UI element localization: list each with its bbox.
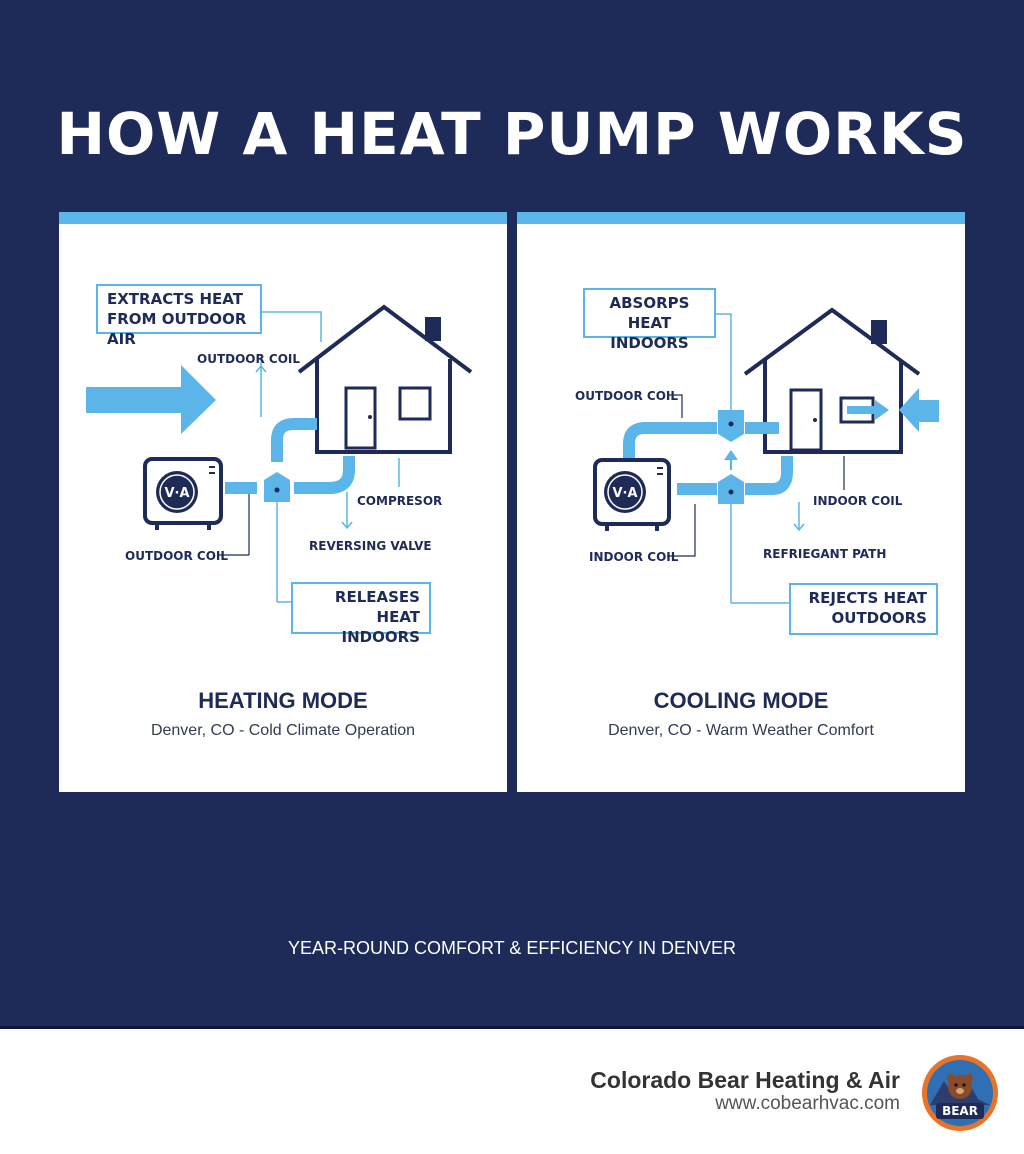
label-outdoor-coil-bottom: OUTDOOR COIL (125, 549, 229, 563)
label-refrigerant-path: REFRIEGANT PATH (763, 547, 887, 561)
website-url[interactable]: www.cobearhvac.com (715, 1093, 900, 1114)
cooling-diagram: V·A (593, 307, 939, 604)
heating-mode-panel: V·A EXTRACTS HEAT FROM OUTDOOR AIR OUTDO… (59, 212, 507, 792)
unit-badge: V·A (164, 486, 189, 501)
label-reversing-valve: REVERSING VALVE (309, 539, 432, 553)
house-icon (743, 307, 921, 454)
bear-logo-icon: BEAR (922, 1055, 998, 1131)
callout-line: OUTDOORS (831, 609, 927, 627)
chimney (425, 317, 441, 341)
panel-accent-bar (59, 212, 507, 224)
callout-line: FROM OUTDOOR AIR (107, 310, 247, 348)
label-outdoor-coil-top: OUTDOOR COIL (197, 352, 301, 366)
label-compressor: COMPRESOR (357, 494, 443, 508)
airflow-arrow-icon (847, 400, 889, 420)
cooling-mode-subtitle: Denver, CO - Warm Weather Comfort (608, 722, 874, 739)
tagline: YEAR-ROUND COMFORT & EFFICIENCY IN DENVE… (287, 938, 737, 958)
heat-pump-unit-icon: V·A (143, 457, 223, 530)
connector-lines (715, 313, 805, 604)
connector-lines (255, 311, 400, 603)
label-indoor-coil-left: INDOOR COIL (589, 550, 679, 564)
heating-mode-subtitle: Denver, CO - Cold Climate Operation (150, 722, 416, 739)
panel-accent-bar (517, 212, 965, 224)
refrigerant-pipes (225, 418, 355, 494)
label-indoor-coil-right: INDOOR COIL (813, 494, 903, 508)
airflow-arrow-icon (86, 365, 216, 434)
company-name: Colorado Bear Heating & Air (590, 1067, 900, 1093)
house-icon (297, 304, 473, 454)
callout-line: INDOORS (610, 334, 689, 352)
cooling-mode-title: COOLING MODE (653, 688, 829, 713)
page-title: HOW A HEAT PUMP WORKS (56, 100, 968, 168)
callout-line: EXTRACTS HEAT (107, 290, 243, 308)
cooling-mode-panel: V·A ABSORPS HEAT INDOORS OUTDOOR COIL IN… (517, 212, 965, 792)
header-banner: HOW A HEAT PUMP WORKS (0, 0, 1024, 1026)
refrigerant-pipes (623, 422, 793, 495)
heat-pump-unit-icon: V·A (593, 458, 671, 531)
callout-absorbs-heat: ABSORPS HEAT INDOORS (583, 288, 716, 352)
door-knob (368, 415, 372, 419)
reversing-valve-icon (718, 450, 744, 504)
footer: Colorado Bear Heating & Air www.cobearhv… (0, 1026, 1024, 1154)
heating-mode-title: HEATING MODE (198, 688, 368, 713)
leader-lines (667, 394, 845, 557)
callout-line: RELEASES HEAT (334, 588, 420, 626)
callout-line: ABSORPS HEAT (609, 294, 690, 332)
callout-extracts-heat: EXTRACTS HEAT FROM OUTDOOR AIR (96, 284, 262, 348)
reversing-valve-icon (264, 472, 290, 502)
logo-text: BEAR (942, 1104, 978, 1118)
callout-line: INDOORS (341, 628, 420, 646)
airflow-arrow-icon (899, 388, 939, 432)
chimney (871, 320, 887, 344)
callout-rejects-heat: REJECTS HEAT OUTDOORS (789, 583, 938, 635)
label-outdoor-coil: OUTDOOR COIL (575, 389, 679, 403)
unit-badge: V·A (612, 486, 637, 501)
door-knob (813, 418, 817, 422)
expansion-valve-icon (718, 410, 744, 442)
heating-diagram: V·A (86, 304, 473, 603)
callout-releases-heat: RELEASES HEAT INDOORS (291, 582, 431, 646)
callout-line: REJECTS HEAT (808, 589, 927, 607)
